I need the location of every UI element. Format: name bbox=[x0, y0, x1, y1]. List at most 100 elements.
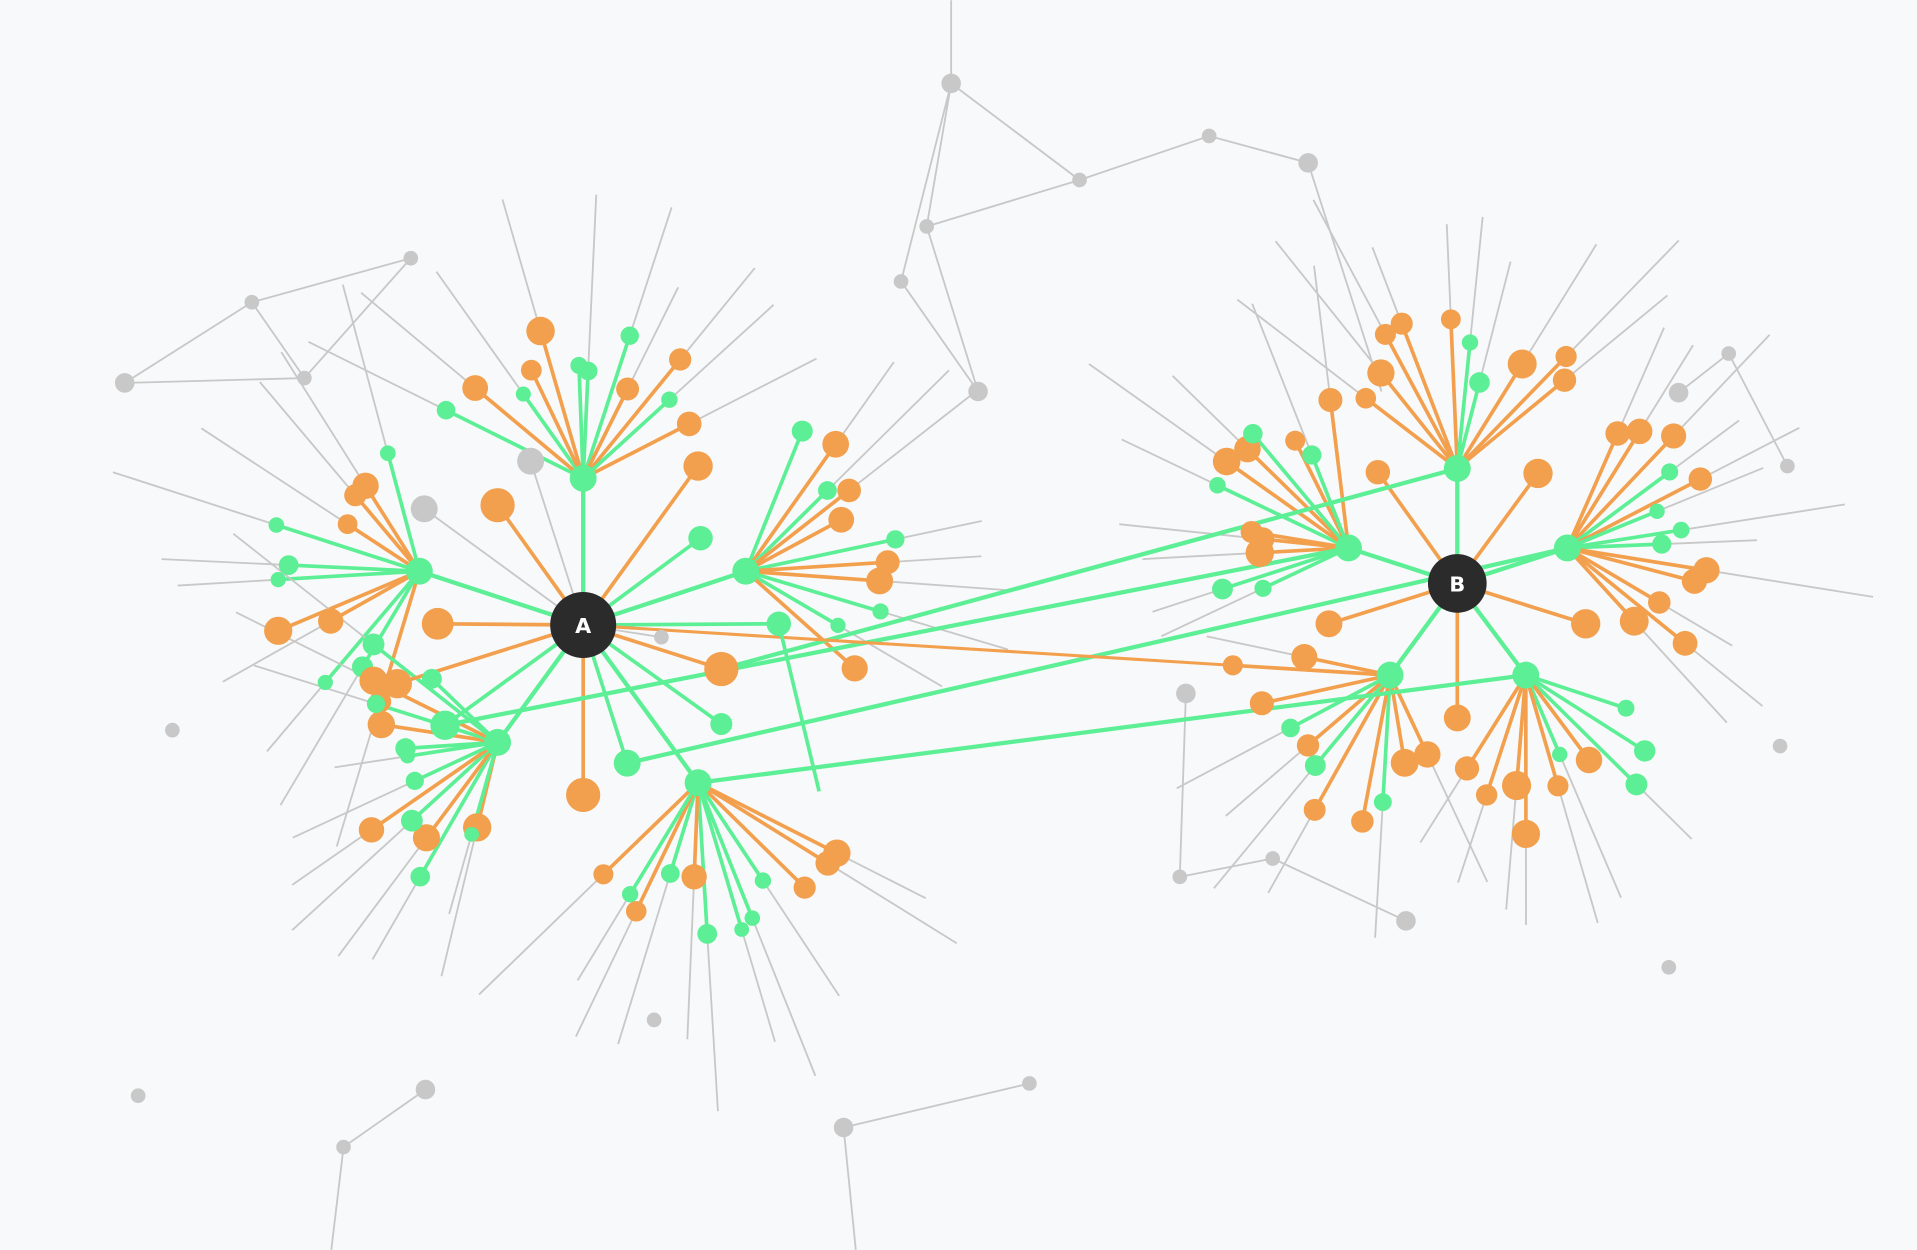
background-node[interactable] bbox=[968, 381, 988, 402]
leaf-node[interactable] bbox=[1605, 421, 1630, 446]
leaf-node[interactable] bbox=[1443, 704, 1471, 732]
leaf-node[interactable] bbox=[1461, 334, 1479, 351]
leaf-node[interactable] bbox=[676, 411, 702, 437]
leaf-node[interactable] bbox=[793, 876, 816, 899]
leaf-node[interactable] bbox=[744, 910, 761, 926]
cluster-hub-node[interactable] bbox=[1443, 455, 1471, 482]
cluster-hub-node[interactable] bbox=[1335, 534, 1362, 562]
leaf-node[interactable] bbox=[818, 481, 837, 500]
background-node[interactable] bbox=[1265, 851, 1281, 866]
background-node[interactable] bbox=[297, 370, 312, 386]
leaf-node[interactable] bbox=[362, 633, 385, 656]
leaf-node[interactable] bbox=[1315, 610, 1343, 638]
leaf-node[interactable] bbox=[1414, 741, 1441, 768]
background-node[interactable] bbox=[1072, 172, 1087, 188]
leaf-node[interactable] bbox=[766, 611, 792, 637]
background-node[interactable] bbox=[1668, 382, 1689, 403]
background-node[interactable] bbox=[130, 1088, 146, 1104]
leaf-node[interactable] bbox=[1661, 463, 1679, 481]
leaf-node[interactable] bbox=[270, 571, 286, 588]
leaf-node[interactable] bbox=[1672, 630, 1698, 656]
cluster-hub-node[interactable] bbox=[484, 728, 512, 756]
leaf-node[interactable] bbox=[318, 608, 344, 634]
leaf-node[interactable] bbox=[366, 694, 386, 714]
leaf-node[interactable] bbox=[1454, 756, 1480, 781]
leaf-node[interactable] bbox=[395, 738, 416, 759]
leaf-node[interactable] bbox=[1555, 345, 1577, 368]
leaf-node[interactable] bbox=[410, 866, 431, 887]
leaf-node[interactable] bbox=[828, 506, 855, 533]
leaf-node[interactable] bbox=[1681, 568, 1708, 594]
leaf-node[interactable] bbox=[1365, 459, 1391, 485]
leaf-node[interactable] bbox=[1304, 755, 1326, 776]
leaf-node[interactable] bbox=[1688, 467, 1713, 491]
leaf-node[interactable] bbox=[1243, 424, 1263, 444]
leaf-node[interactable] bbox=[1303, 798, 1326, 821]
background-node[interactable] bbox=[1022, 1076, 1037, 1091]
leaf-node[interactable] bbox=[337, 514, 358, 535]
leaf-node[interactable] bbox=[1291, 643, 1318, 671]
background-node[interactable] bbox=[114, 373, 135, 393]
leaf-node[interactable] bbox=[436, 400, 456, 420]
background-node[interactable] bbox=[833, 1117, 854, 1138]
leaf-node[interactable] bbox=[625, 900, 647, 922]
leaf-node[interactable] bbox=[872, 603, 889, 620]
leaf-node[interactable] bbox=[1672, 521, 1690, 539]
leaf-node[interactable] bbox=[620, 326, 639, 345]
background-node[interactable] bbox=[1661, 959, 1677, 975]
leaf-node[interactable] bbox=[1575, 746, 1603, 774]
leaf-node[interactable] bbox=[822, 430, 850, 458]
leaf-node[interactable] bbox=[616, 377, 640, 401]
leaf-node[interactable] bbox=[1475, 784, 1498, 806]
leaf-node[interactable] bbox=[1374, 323, 1396, 345]
leaf-node[interactable] bbox=[1440, 309, 1461, 330]
background-node[interactable] bbox=[244, 294, 260, 310]
leaf-node[interactable] bbox=[593, 864, 614, 885]
leaf-node[interactable] bbox=[1281, 718, 1300, 738]
leaf-node[interactable] bbox=[681, 864, 707, 890]
leaf-node[interactable] bbox=[358, 817, 385, 843]
background-node[interactable] bbox=[1396, 911, 1416, 931]
leaf-node[interactable] bbox=[1619, 606, 1649, 636]
leaf-node[interactable] bbox=[1302, 445, 1322, 465]
cluster-hub-node[interactable] bbox=[1376, 661, 1404, 689]
leaf-node[interactable] bbox=[830, 617, 846, 633]
leaf-node[interactable] bbox=[1552, 368, 1577, 392]
leaf-node[interactable] bbox=[613, 749, 641, 777]
leaf-node[interactable] bbox=[654, 629, 669, 645]
leaf-node[interactable] bbox=[268, 517, 285, 533]
leaf-node[interactable] bbox=[1240, 520, 1263, 543]
background-node[interactable] bbox=[1201, 128, 1217, 144]
leaf-node[interactable] bbox=[661, 391, 678, 408]
cluster-hub-node[interactable] bbox=[1512, 661, 1540, 689]
leaf-node[interactable] bbox=[352, 472, 379, 500]
background-node[interactable] bbox=[941, 73, 961, 94]
leaf-node[interactable] bbox=[704, 651, 739, 687]
leaf-node[interactable] bbox=[566, 777, 601, 813]
leaf-node[interactable] bbox=[669, 348, 692, 371]
leaf-node[interactable] bbox=[1390, 312, 1413, 335]
leaf-node[interactable] bbox=[734, 922, 750, 937]
leaf-node[interactable] bbox=[1212, 578, 1233, 600]
cluster-hub-node[interactable] bbox=[732, 557, 760, 585]
leaf-node[interactable] bbox=[464, 826, 480, 842]
leaf-node[interactable] bbox=[380, 445, 396, 462]
leaf-node[interactable] bbox=[1249, 691, 1274, 716]
leaf-node[interactable] bbox=[1222, 655, 1243, 676]
cluster-hub-node[interactable] bbox=[1553, 534, 1581, 562]
leaf-node[interactable] bbox=[382, 669, 413, 699]
leaf-node[interactable] bbox=[421, 668, 442, 689]
background-node[interactable] bbox=[1772, 738, 1788, 754]
background-node[interactable] bbox=[336, 1139, 351, 1155]
leaf-node[interactable] bbox=[515, 386, 531, 402]
leaf-node[interactable] bbox=[621, 886, 639, 903]
background-node[interactable] bbox=[1176, 683, 1196, 704]
leaf-node[interactable] bbox=[791, 420, 813, 442]
leaf-node[interactable] bbox=[1552, 746, 1568, 763]
leaf-node[interactable] bbox=[1652, 534, 1672, 554]
leaf-node[interactable] bbox=[1296, 734, 1320, 757]
leaf-node[interactable] bbox=[1547, 775, 1569, 797]
leaf-node[interactable] bbox=[1507, 349, 1537, 379]
leaf-node[interactable] bbox=[462, 375, 489, 401]
leaf-node[interactable] bbox=[1351, 810, 1374, 833]
